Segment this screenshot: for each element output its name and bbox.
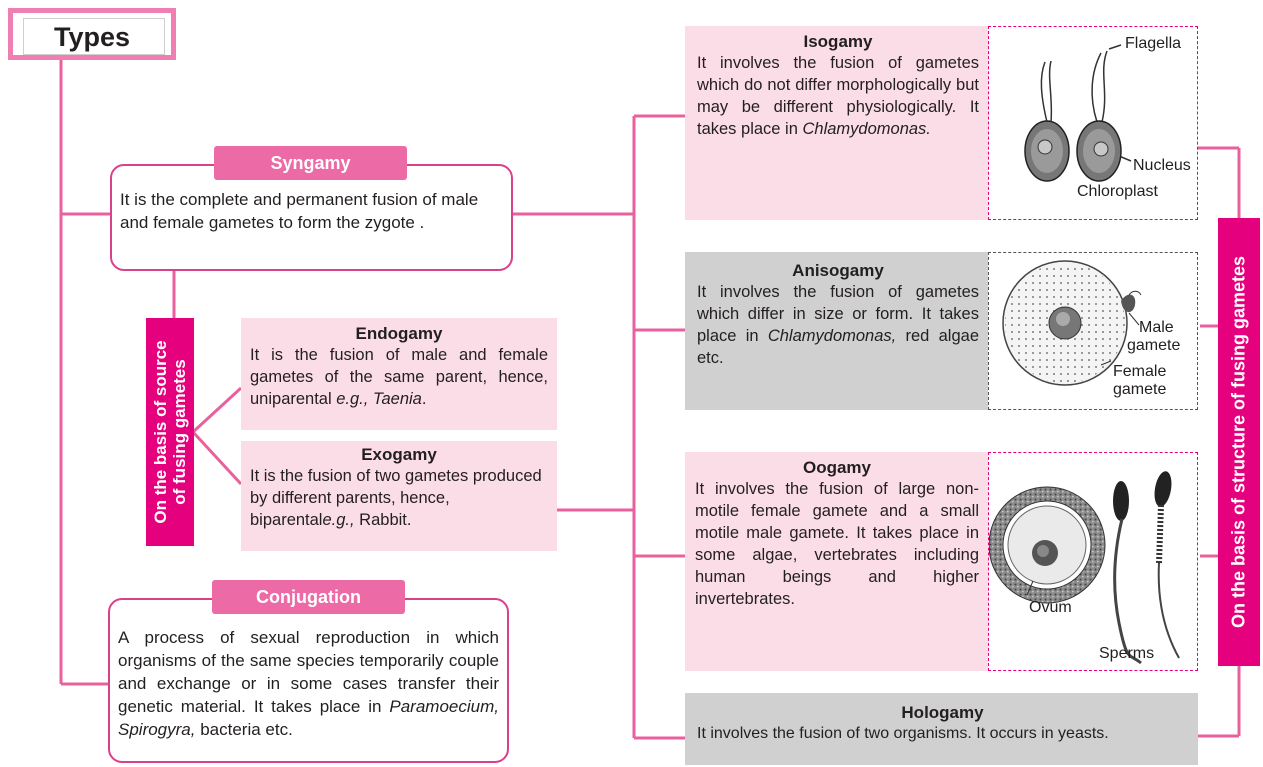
anisogamy-end: red algae etc. bbox=[697, 327, 979, 367]
oogamy-illustration: Ovum Sperms bbox=[988, 452, 1198, 671]
exogamy-description: It is the fusion of two gametes produced… bbox=[250, 467, 542, 529]
anisogamy-drawing bbox=[1002, 260, 1142, 386]
conjugation-examples: Paramoecium, Spirogyra, bbox=[118, 697, 499, 739]
flagella-label: Flagella bbox=[1125, 35, 1182, 52]
conjugation-box: A process of sexual reproduction in whic… bbox=[108, 598, 509, 763]
anisogamy-box: Anisogamy It involves the fusion of game… bbox=[685, 252, 989, 410]
anisogamy-illustration: Male gamete Female gamete bbox=[988, 252, 1198, 410]
exogamy-text: It is the fusion of two gametes produced… bbox=[250, 465, 548, 531]
conjugation-end: bacteria etc. bbox=[195, 720, 293, 739]
female-gamete-label-1: Female bbox=[1113, 363, 1167, 380]
conjugation-description: A process of sexual reproduction in whic… bbox=[118, 628, 499, 716]
hologamy-title: Hologamy bbox=[901, 703, 984, 722]
isogamy-description: It involves the fusion of gametes which … bbox=[697, 54, 979, 138]
hologamy-text: It involves the fusion of two organisms.… bbox=[697, 725, 1109, 742]
isogamy-example: Chlamydomonas. bbox=[802, 120, 931, 138]
types-title-box: Types bbox=[8, 8, 176, 60]
endogamy-text: It is the fusion of male and female game… bbox=[250, 344, 548, 410]
oogamy-drawing bbox=[988, 471, 1180, 665]
syngamy-box: It is the complete and permanent fusion … bbox=[110, 164, 513, 271]
sperms-label: Sperms bbox=[1099, 645, 1155, 662]
male-gamete-label-2: gamete bbox=[1127, 337, 1181, 354]
anisogamy-text: It involves the fusion of gametes which … bbox=[697, 281, 979, 369]
endogamy-end: . bbox=[421, 390, 427, 408]
oogamy-box: Oogamy It involves the fusion of large n… bbox=[685, 452, 989, 671]
hologamy-box: Hologamy It involves the fusion of two o… bbox=[685, 693, 1198, 765]
ovum-label: Ovum bbox=[1029, 599, 1072, 616]
conjugation-tag: Conjugation bbox=[212, 580, 405, 614]
source-label-line1: On the basis of source bbox=[151, 340, 170, 524]
endogamy-title: Endogamy bbox=[355, 324, 443, 343]
anisogamy-title: Anisogamy bbox=[792, 261, 884, 280]
nucleus-label: Nucleus bbox=[1133, 157, 1191, 174]
isogamy-title: Isogamy bbox=[803, 32, 873, 51]
isogamy-box: Isogamy It involves the fusion of gamete… bbox=[685, 26, 989, 220]
chlamydomonas-drawing bbox=[1024, 44, 1132, 182]
isogamy-illustration: Flagella Nucleus Chloroplast bbox=[988, 26, 1198, 220]
chloroplast-label: Chloroplast bbox=[1077, 183, 1158, 200]
types-title: Types bbox=[23, 18, 165, 55]
exogamy-title: Exogamy bbox=[361, 445, 437, 464]
isogamy-text: It involves the fusion of gametes which … bbox=[697, 52, 979, 140]
exogamy-box: Exogamy It is the fusion of two gametes … bbox=[241, 441, 557, 551]
syngamy-tag: Syngamy bbox=[214, 146, 407, 180]
male-gamete-label-1: Male bbox=[1139, 319, 1174, 336]
source-label-line2: of fusing gametes bbox=[170, 359, 189, 505]
exogamy-example: e.g., bbox=[322, 511, 355, 529]
endogamy-example: e.g., Taenia bbox=[336, 390, 422, 408]
source-label: On the basis of source of fusing gametes bbox=[146, 318, 194, 546]
structure-label: On the basis of structure of fusing game… bbox=[1218, 218, 1260, 666]
anisogamy-description: It involves the fusion of gametes which … bbox=[697, 283, 979, 345]
structure-label-text: On the basis of structure of fusing game… bbox=[1228, 255, 1249, 629]
female-gamete-label-2: gamete bbox=[1113, 381, 1167, 398]
oogamy-title: Oogamy bbox=[802, 458, 872, 477]
exogamy-end: Rabbit. bbox=[354, 511, 412, 529]
anisogamy-example: Chlamydomonas, bbox=[767, 327, 897, 345]
syngamy-text: It is the complete and permanent fusion … bbox=[120, 190, 479, 232]
oogamy-text: It involves the fusion of large non-moti… bbox=[695, 480, 979, 608]
endogamy-box: Endogamy It is the fusion of male and fe… bbox=[241, 318, 557, 430]
endogamy-description: It is the fusion of male and female game… bbox=[250, 346, 548, 408]
conjugation-text: A process of sexual reproduction in whic… bbox=[118, 626, 499, 741]
